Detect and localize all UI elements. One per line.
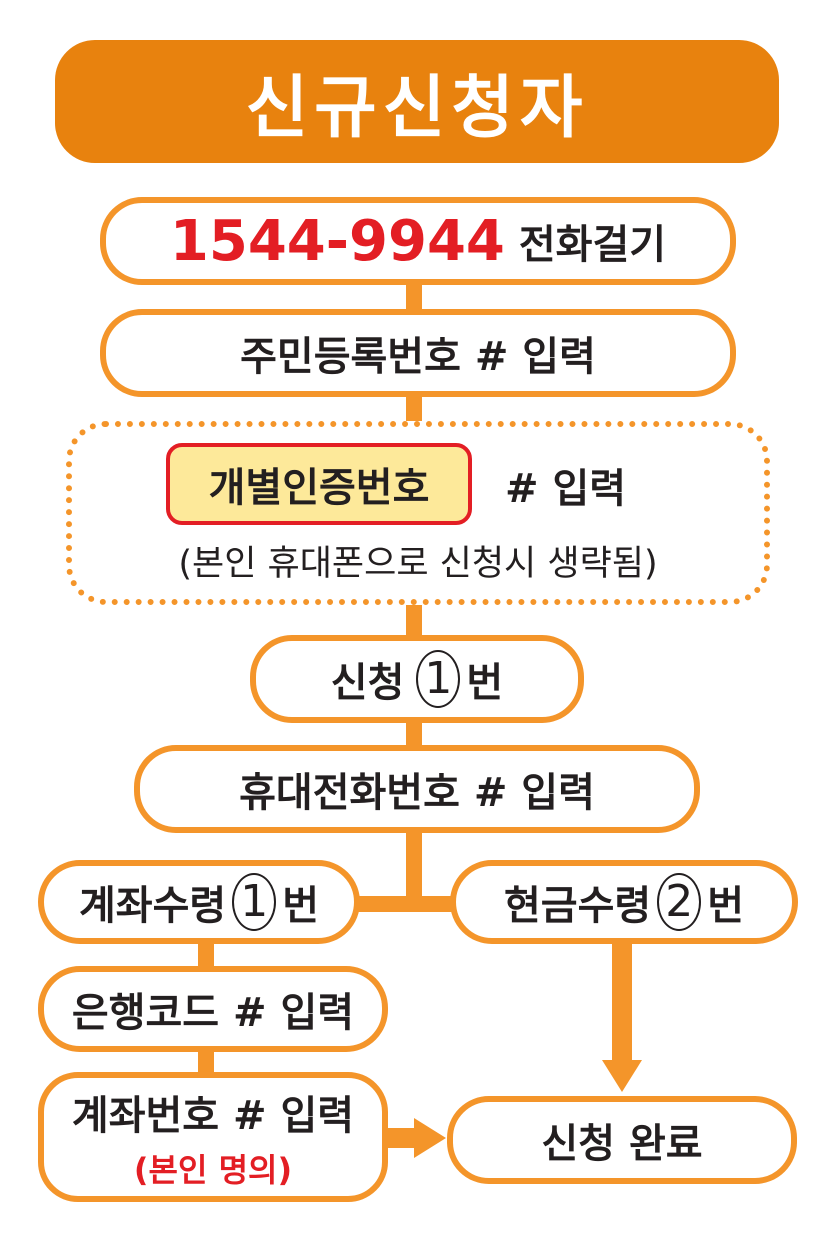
connector-call-to-id: [406, 282, 422, 312]
connector-bankcode-to-accountno: [198, 1048, 214, 1076]
account-prefix: 계좌수령: [78, 883, 227, 929]
arrow-down-icon: [602, 940, 642, 1092]
account-number-label: 계좌번호 # 입력: [71, 1093, 355, 1139]
apply-prefix: 신청: [330, 660, 405, 706]
step-mobile: 휴대전화번호 # 입력: [134, 745, 700, 833]
auth-highlight-label: 개별인증번호: [208, 465, 430, 511]
page-title-banner: 신규신청자: [55, 40, 779, 163]
step-account-number: 계좌번호 # 입력 (본인 명의): [38, 1072, 388, 1202]
connector-account-to-bankcode: [198, 940, 214, 972]
connector-mobile-to-branch: [406, 830, 422, 910]
auth-note: (본인 휴대폰으로 신청시 생략됨): [178, 544, 658, 584]
circled-number-1: 1: [232, 873, 277, 931]
step-complete: 신청 완료: [447, 1096, 797, 1184]
branch-account: 계좌수령 1 번: [38, 860, 360, 944]
connector-branch-horizontal: [356, 896, 466, 912]
circled-number-1: 1: [416, 650, 461, 708]
auth-suffix: # 입력: [505, 466, 627, 512]
apply-suffix: 번: [466, 660, 504, 706]
step-apply: 신청 1 번: [250, 635, 584, 723]
account-suffix: 번: [282, 883, 319, 929]
phone-number[interactable]: 1544-9944: [169, 208, 505, 274]
connector-id-to-auth: [406, 394, 422, 424]
step-resident-id: 주민등록번호 # 입력: [100, 309, 736, 397]
mobile-label: 휴대전화번호 # 입력: [239, 770, 595, 816]
page-title: 신규신청자: [245, 69, 589, 148]
step-bank-code: 은행코드 # 입력: [38, 966, 388, 1052]
arrow-right-icon: [384, 1118, 446, 1158]
auth-highlight-badge: 개별인증번호: [166, 443, 472, 525]
complete-label: 신청 완료: [541, 1121, 703, 1167]
cash-prefix: 현금수령: [503, 883, 652, 929]
circled-number-2: 2: [657, 873, 702, 931]
resident-id-label: 주민등록번호 # 입력: [240, 334, 596, 380]
cash-suffix: 번: [707, 883, 744, 929]
call-label: 전화걸기: [518, 222, 667, 268]
connector-auth-to-apply: [406, 602, 422, 638]
step-call: 1544-9944 전화걸기: [100, 197, 736, 285]
account-owner-note: (본인 명의): [133, 1151, 293, 1189]
connector-apply-to-mobile: [406, 720, 422, 750]
branch-cash: 현금수령 2 번: [450, 860, 798, 944]
bank-code-label: 은행코드 # 입력: [71, 990, 355, 1036]
